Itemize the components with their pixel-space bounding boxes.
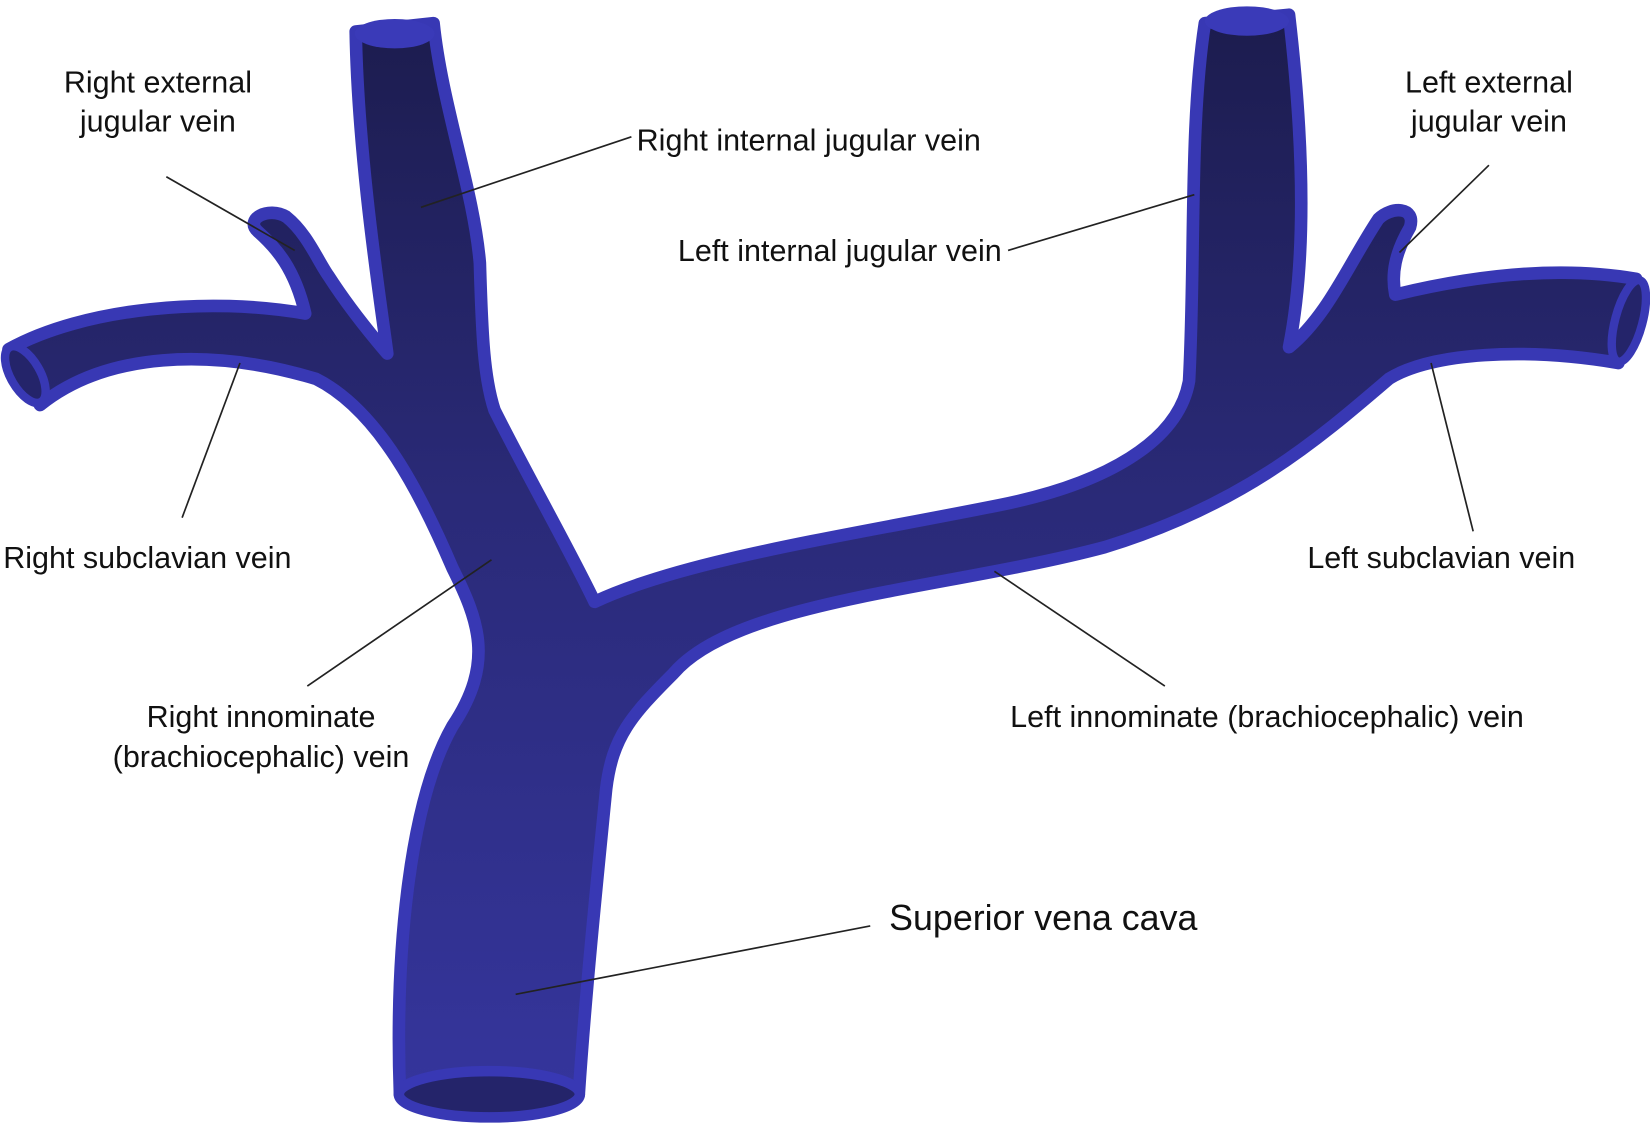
leader-left-internal-jugular bbox=[1007, 193, 1195, 252]
leader-left-subclavian bbox=[1430, 362, 1474, 532]
leader-right-innominate bbox=[306, 559, 492, 687]
right-ij-opening bbox=[354, 18, 435, 49]
label-left-external-jugular-2: jugular vein bbox=[1410, 105, 1567, 139]
label-right-subclavian: Right subclavian vein bbox=[3, 541, 291, 575]
label-left-internal-jugular: Left internal jugular vein bbox=[678, 234, 1002, 268]
leader-right-external-jugular bbox=[165, 176, 296, 252]
left-subclavian-opening bbox=[1607, 275, 1650, 366]
label-left-external-jugular-1: Left external bbox=[1405, 66, 1573, 100]
label-left-subclavian: Left subclavian vein bbox=[1307, 541, 1575, 575]
label-left-innominate: Left innominate (brachiocephalic) vein bbox=[1010, 700, 1524, 734]
vein-structure bbox=[0, 6, 1650, 1123]
leader-right-internal-jugular bbox=[420, 135, 632, 209]
label-right-internal-jugular: Right internal jugular vein bbox=[637, 123, 981, 157]
leader-lines bbox=[165, 135, 1490, 996]
label-right-innominate-2: (brachiocephalic) vein bbox=[113, 740, 410, 774]
label-superior-vena-cava: Superior vena cava bbox=[889, 898, 1197, 938]
leader-superior-vena-cava bbox=[515, 925, 871, 996]
label-right-innominate-1: Right innominate bbox=[147, 700, 376, 734]
leader-left-external-jugular bbox=[1398, 164, 1490, 254]
right-subclavian-opening bbox=[0, 342, 50, 408]
leader-right-subclavian bbox=[181, 362, 241, 518]
labels: Right external jugular vein Right intern… bbox=[3, 66, 1575, 939]
label-right-external-jugular-1: Right external bbox=[64, 66, 252, 100]
label-right-external-jugular-2: jugular vein bbox=[79, 105, 236, 139]
leader-left-innominate bbox=[993, 570, 1166, 687]
svc-opening bbox=[393, 1065, 586, 1123]
left-ij-opening bbox=[1204, 6, 1290, 36]
